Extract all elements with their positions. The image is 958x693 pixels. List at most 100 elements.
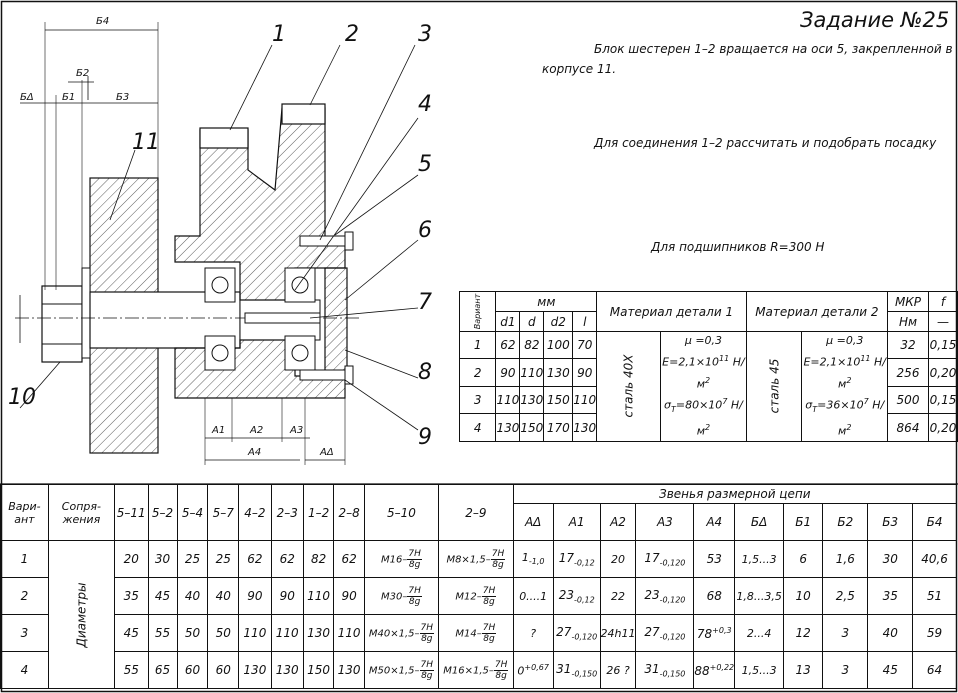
- chain-a2: 22: [599, 577, 637, 615]
- material-2-header: Материал детали 2: [745, 291, 889, 332]
- param-variant: 2: [458, 358, 497, 387]
- callout-1: 1: [272, 22, 286, 47]
- mate-col: 1–2: [302, 484, 335, 541]
- mate-value: 25: [176, 540, 209, 578]
- mate-value: 55: [113, 651, 149, 689]
- material-1-header: Материал детали 1: [596, 291, 747, 332]
- param-d1: 90: [495, 358, 521, 387]
- mate-value: 110: [238, 614, 272, 652]
- mate-value: 60: [207, 651, 240, 689]
- col-d1: d1: [495, 311, 521, 332]
- task-text: Для соединения 1–2 рассчитать и подобрат…: [594, 136, 937, 150]
- chain-a4: 53: [693, 540, 736, 578]
- chain-ad: 0....1: [512, 577, 554, 615]
- chain-a1: 17-0,12: [552, 540, 601, 578]
- callout-9: 9: [418, 425, 432, 450]
- param-f: 0,15: [928, 330, 958, 360]
- nm-unit: Нм: [887, 311, 929, 332]
- chain-a1: 23-0,12: [552, 577, 601, 615]
- mate-value: 90: [333, 577, 365, 615]
- header-variant: Вари- ант: [0, 484, 49, 541]
- param-f: 0,20: [928, 358, 958, 387]
- row-variant: 2: [0, 577, 49, 615]
- chain-col: АΔ: [512, 503, 554, 541]
- chain-bd: 2...4: [734, 614, 785, 652]
- callout-7: 7: [418, 290, 432, 315]
- mate-value: 20: [113, 540, 149, 578]
- mate-value: 110: [302, 577, 335, 615]
- param-d2: 150: [543, 385, 574, 415]
- chain-b2: 3: [822, 651, 869, 689]
- mate-col: 2–9: [438, 484, 514, 541]
- param-variant: 3: [458, 385, 497, 415]
- chain-b1: 6: [783, 540, 824, 578]
- chain-col: БΔ: [734, 503, 785, 541]
- callout-5: 5: [418, 152, 432, 177]
- description-line-1: Блок шестерен 1–2 вращается на оси 5, за…: [594, 42, 953, 56]
- dim-bd: БΔ: [20, 92, 34, 103]
- chain-b1: 10: [783, 577, 824, 615]
- mate-value: 40: [207, 577, 240, 615]
- mate-col: 5–11: [113, 484, 149, 541]
- dim-a1: А1: [212, 425, 226, 436]
- chain-b4: 64: [912, 651, 957, 689]
- param-d2: 130: [543, 358, 574, 387]
- mate-value: 130: [333, 651, 365, 689]
- chain-col: Б4: [912, 503, 957, 541]
- f-dash: —: [928, 311, 958, 332]
- chain-b2: 2,5: [822, 577, 869, 615]
- chain-b1: 12: [783, 614, 824, 652]
- mate-value: 150: [302, 651, 335, 689]
- param-l: 130: [572, 413, 598, 442]
- mate-value: 62: [333, 540, 365, 578]
- mate-value: 25: [207, 540, 240, 578]
- dim-a4: А4: [248, 447, 262, 458]
- chain-a1: 27-0,120: [552, 614, 601, 652]
- parameters-table: Вариант мм Материал детали 1 Материал де…: [458, 291, 958, 442]
- param-d1: 62: [495, 330, 521, 360]
- chain-a4: 68: [693, 577, 736, 615]
- dim-b3: Б3: [116, 92, 130, 103]
- chain-bd: 1,5...3: [734, 540, 785, 578]
- chain-a3: 31-0,150: [635, 651, 695, 689]
- mate-col: 2–3: [270, 484, 304, 541]
- row-variant: 4: [0, 651, 49, 689]
- chain-a2: 26 ?: [599, 651, 637, 689]
- mate-value: 30: [147, 540, 178, 578]
- chain-a1: 31-0,150: [552, 651, 601, 689]
- callout-2: 2: [345, 22, 359, 47]
- chain-b3: 40: [867, 614, 914, 652]
- chain-col: Б1: [783, 503, 824, 541]
- param-l: 70: [572, 330, 598, 360]
- mate-value: 40: [176, 577, 209, 615]
- mate-col: 5–4: [176, 484, 209, 541]
- mate-value: 110: [333, 614, 365, 652]
- param-l: 90: [572, 358, 598, 387]
- callout-6: 6: [418, 218, 432, 243]
- param-mkp: 500: [887, 385, 929, 415]
- param-d2: 170: [543, 413, 574, 442]
- param-f: 0,15: [928, 385, 958, 415]
- chain-a3: 27-0,120: [635, 614, 695, 652]
- param-variant: 4: [458, 413, 497, 442]
- chain-ad: 1-1,0: [512, 540, 554, 578]
- chain-col: Б2: [822, 503, 869, 541]
- bolt-bottom: [299, 369, 346, 381]
- mate-value: 50: [176, 614, 209, 652]
- yield-2: σТ=36×107 Н/м2: [805, 397, 885, 438]
- page-title: Задание №25: [800, 8, 950, 32]
- mu-2: μ =0,3: [826, 334, 864, 347]
- bearing-load-text: Для подшипников R=300 Н: [651, 240, 825, 254]
- mate-value: 45: [147, 577, 178, 615]
- header-mates: Сопря- жения: [47, 484, 115, 541]
- param-l: 110: [572, 385, 598, 415]
- chain-a2: 20: [599, 540, 637, 578]
